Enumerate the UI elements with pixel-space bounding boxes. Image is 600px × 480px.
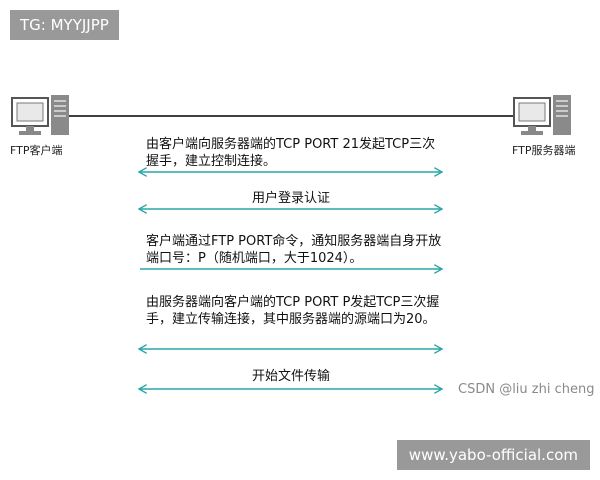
server-label: FTP服务器端 [512,144,576,157]
message-file-transfer: 开始文件传输 [251,369,330,384]
message-login-auth: 用户登录认证 [251,191,330,206]
client-label: FTP客户端 [10,144,63,157]
site-url-badge: www.yabo-official.com [396,440,590,470]
csdn-watermark: CSDN @liu zhi cheng [458,382,595,397]
client-computer-icon [11,95,69,135]
server-computer-icon [513,95,571,135]
tg-badge: TG: MYYJJPP [10,10,119,40]
message-port-command: 客户端通过FTP PORT命令，通知服务器端自身开放端口号：P（随机端口，大于1… [146,234,442,266]
message-control-connection: 由客户端向服务器端的TCP PORT 21发起TCP三次握手，建立控制连接。 [146,137,436,169]
message-data-connection: 由服务器端向客户端的TCP PORT P发起TCP三次握手，建立传输连接，其中服… [146,295,440,327]
